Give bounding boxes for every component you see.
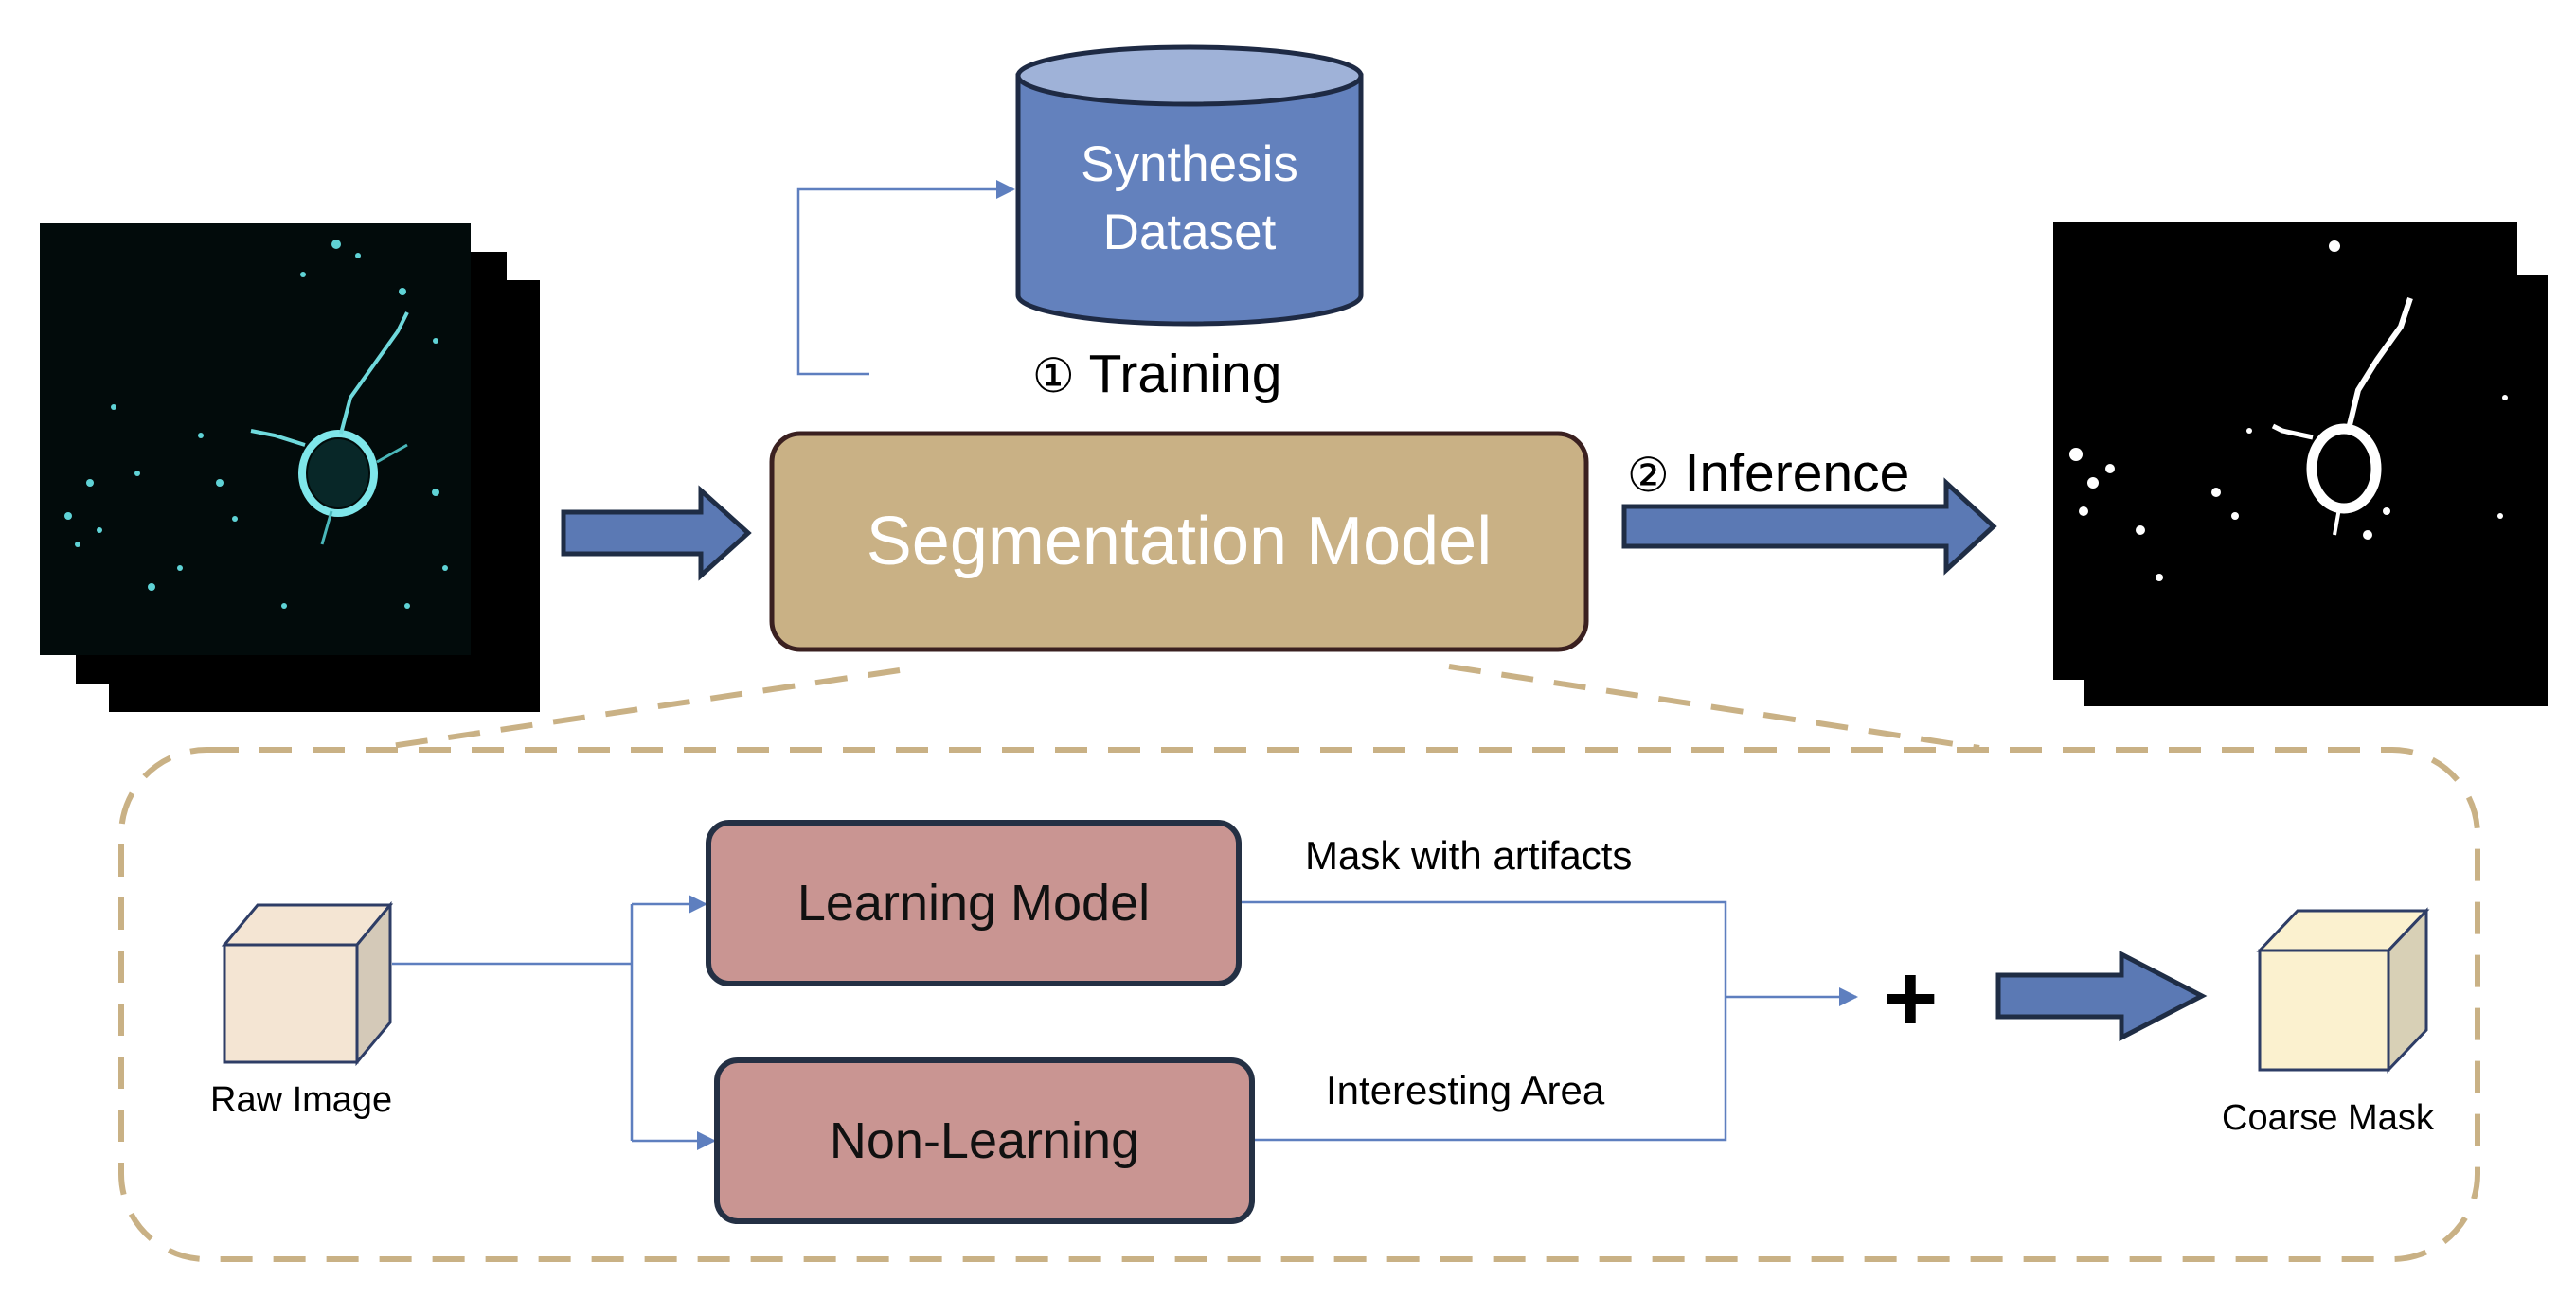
inference-text: Inference	[1684, 443, 1910, 504]
training-text: Training	[1088, 344, 1282, 404]
raw-image-cube	[221, 900, 394, 1067]
dataset-label-line1: Synthesis	[1081, 136, 1298, 192]
arrow-to-coarse-mask	[1995, 950, 2208, 1042]
dataset-label: Synthesis Dataset	[1018, 133, 1361, 265]
non-learning-label: Non-Learning	[829, 1112, 1140, 1169]
detail-panel	[118, 747, 2480, 1262]
learning-model-box	[706, 820, 1242, 986]
coarse-mask-label: Coarse Mask	[2222, 1098, 2434, 1138]
segmentation-model-label: Segmentation Model	[866, 504, 1493, 579]
non-learning-box	[714, 1057, 1255, 1224]
arrow-inference	[1621, 477, 1997, 576]
input-image-stack	[40, 223, 540, 712]
dataset-cylinder	[1015, 44, 1364, 327]
training-marker: ①	[1032, 348, 1075, 403]
plus-sign: +	[1883, 946, 1939, 1052]
zoom-line-right	[1448, 664, 1980, 751]
training-label: ① Training	[1032, 341, 1281, 409]
zoom-line-left	[378, 667, 901, 751]
inference-marker: ②	[1627, 448, 1670, 503]
segmentation-model-box	[769, 431, 1589, 652]
dataset-label-line2: Dataset	[1102, 204, 1277, 260]
arrow-input-to-model	[561, 485, 752, 581]
learning-model-label: Learning Model	[796, 875, 1151, 932]
output-mask-stack	[2053, 222, 2548, 706]
output-mask-front	[2053, 222, 2517, 653]
training-loop-connector	[796, 180, 1015, 376]
input-image-front	[40, 223, 471, 655]
coarse-mask-cube	[2256, 907, 2430, 1074]
raw-image-label: Raw Image	[210, 1080, 393, 1120]
inference-label: ② Inference	[1627, 440, 1909, 508]
mask-with-artifacts-label: Mask with artifacts	[1305, 833, 1633, 878]
interesting-area-label: Interesting Area	[1326, 1068, 1605, 1112]
detail-connectors	[392, 895, 1858, 1150]
